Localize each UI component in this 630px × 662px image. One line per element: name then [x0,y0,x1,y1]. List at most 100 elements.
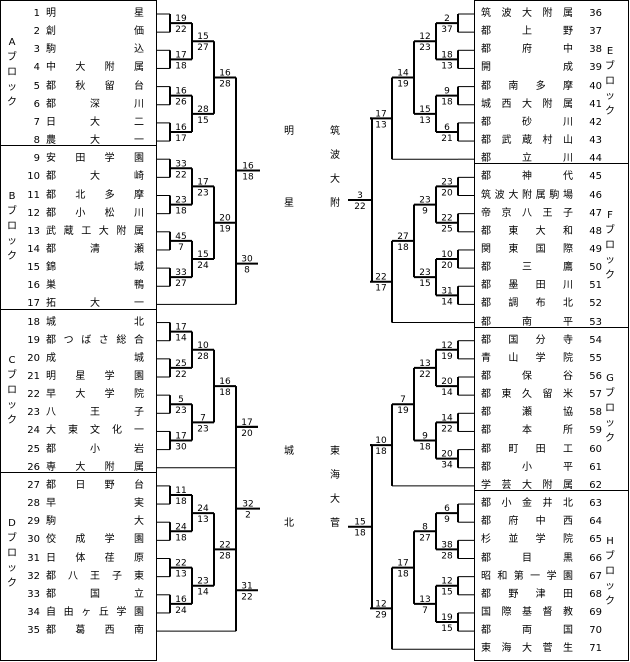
score-label: 17 [397,559,408,569]
team-number: 68 [589,588,602,600]
score-label: 20 [441,188,453,198]
score-label: 17 [375,284,386,294]
team-number: 22 [27,389,40,401]
team-number: 47 [589,207,602,219]
team-number: 71 [589,643,602,655]
score-label: 15 [197,116,208,126]
team-name: 都府中 [481,44,573,56]
team-number: 34 [27,606,40,618]
score-label: 28 [219,551,231,561]
team-number: 25 [27,443,40,455]
score-label: 22 [441,424,452,434]
team-number: 17 [27,298,40,310]
score-label: 18 [375,447,387,457]
score-label: 18 [441,50,453,60]
score-label: 16 [175,123,187,133]
team-number: 12 [27,207,40,219]
score-label: 22 [354,202,365,212]
score-label: 19 [175,14,187,24]
team-number: 28 [27,498,40,510]
team-number: 18 [27,316,40,328]
team-name: 中大附属 [46,62,144,74]
team-number: 58 [589,407,602,419]
team-name: 創価 [46,26,144,38]
left-team-panel [0,0,157,661]
finalist-right-label-8: 菅 [330,518,340,529]
team-name: 錦城 [46,262,144,274]
team-number: 20 [27,352,40,364]
team-number: 42 [589,116,602,128]
team-number: 23 [27,407,40,419]
score-label: 19 [441,352,453,362]
score-label: 6 [444,123,450,133]
score-label: 18 [175,497,187,507]
score-label: 18 [397,570,409,580]
finalist-left-label-4: 北 [284,518,294,529]
score-label: 17 [175,134,186,144]
score-label: 13 [175,570,186,580]
team-number: 40 [589,80,602,92]
team-number: 41 [589,98,602,110]
team-number: 35 [27,625,40,637]
finalist-right-label-3: 大 [330,174,340,185]
score-label: 8 [422,522,428,532]
score-label: 19 [441,613,453,623]
team-name: 筑波大附属 [481,8,573,19]
team-name: 早実 [46,498,144,510]
score-label: 2 [245,511,251,521]
team-number: 64 [589,516,602,528]
score-label: 15 [419,279,430,289]
score-label: 6 [444,504,450,514]
score-label: 13 [375,120,386,130]
team-number: 62 [589,479,602,491]
team-number: 65 [589,534,602,546]
team-name: 都八王子東 [46,570,144,582]
team-number: 24 [27,425,40,437]
team-name: 都保谷 [481,371,573,382]
right-team-panel [474,0,629,661]
score-label: 9 [444,515,450,525]
team-number: 31 [27,552,40,564]
team-name: 都日野台 [46,479,144,491]
team-number: 13 [27,225,40,237]
score-label: 23 [419,43,430,53]
block-label: D ブ ロ ッ ク [7,518,17,590]
finalist-right-label: 筑 [330,126,340,137]
team-name: 都目黒 [481,552,573,564]
team-name: 都砂川 [481,116,573,128]
score-label: 12 [441,341,452,351]
score-label: 13 [419,116,430,126]
team-name: 都小松川 [46,207,144,219]
team-name: 自由ヶ丘学園 [46,606,144,618]
team-number: 39 [589,62,602,74]
score-label: 17 [241,418,252,428]
score-label: 16 [242,162,254,172]
team-name: 都国分寺 [481,334,573,346]
score-label: 24 [175,606,187,616]
team-number: 29 [27,516,40,528]
finalist-left-label-2: 星 [284,198,294,209]
score-label: 9 [444,87,450,97]
team-number: 14 [27,243,40,255]
score-label: 15 [197,250,208,260]
finalist-right-label-4: 附 [330,198,340,209]
score-label: 15 [441,624,452,634]
score-label: 18 [441,98,453,108]
score-label: 12 [441,577,452,587]
team-number: 10 [27,171,40,183]
score-label: 33 [175,268,186,278]
team-name: 専大附属 [46,461,144,473]
team-name: 都両国 [481,625,573,637]
finalist-right-label-5: 東 [330,446,340,457]
team-name: 関東国際 [481,243,573,255]
team-number: 5 [33,80,40,92]
team-number: 66 [589,552,602,564]
score-label: 17 [197,177,208,187]
score-label: 27 [175,279,186,289]
block-label: A ブ ロ ッ ク [7,37,17,109]
score-label: 22 [175,370,186,380]
team-name: 武蔵工大附属 [46,225,144,237]
score-label: 15 [419,105,430,115]
team-name: 昭和第一学園 [481,570,573,582]
